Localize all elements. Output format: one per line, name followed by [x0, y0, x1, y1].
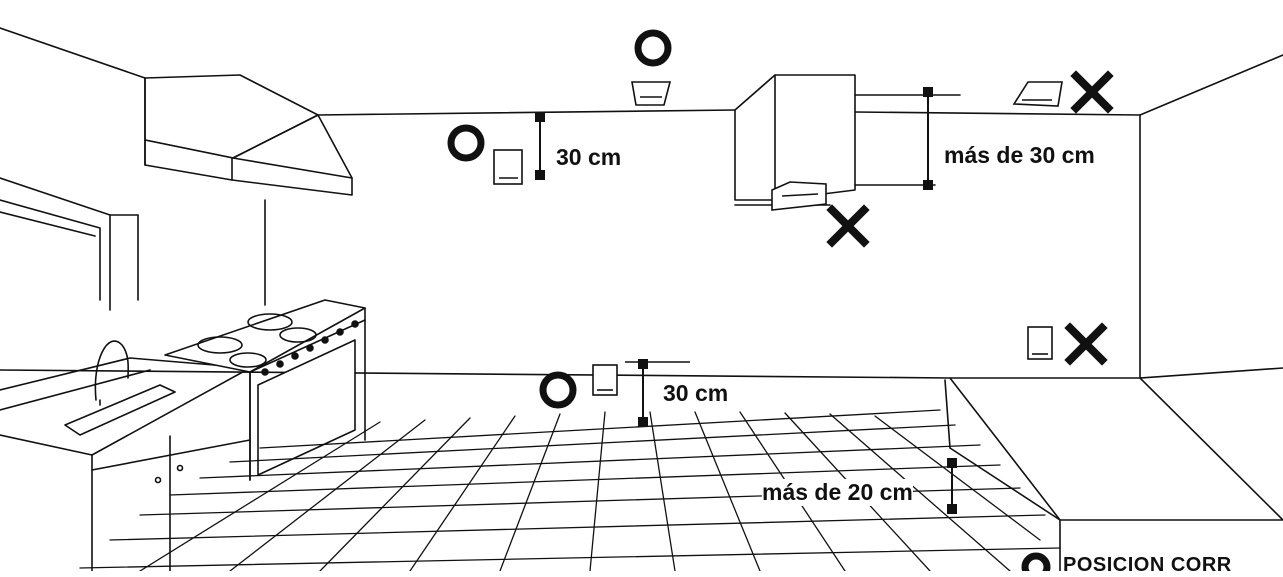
- label-ceiling-gap: 30 cm: [556, 144, 622, 170]
- stove-knobs: [261, 320, 359, 376]
- detector-ceiling: [631, 81, 672, 106]
- detector-under-beam: [771, 181, 827, 211]
- dimension-floor-gap: [625, 359, 690, 427]
- legend-correct-position: POSICION CORR: [1063, 554, 1232, 576]
- circle-icon: [1021, 552, 1051, 571]
- floor-step: [944, 377, 1283, 571]
- floor-tiles: [79, 409, 1061, 571]
- circle-icon: [447, 124, 485, 162]
- detector-ceiling-corner: [1012, 81, 1063, 107]
- detector-wall-high: [493, 149, 523, 185]
- circle-icon: [539, 371, 577, 409]
- dimension-beam-gap: [923, 87, 933, 190]
- kitchen-counter: [0, 340, 251, 571]
- x-icon: [826, 204, 870, 248]
- circle-icon: [634, 29, 672, 67]
- dimension-ceiling-gap: [535, 112, 545, 180]
- window: [0, 177, 139, 311]
- label-floor-gap: 30 cm: [663, 380, 729, 406]
- ceiling-beam: [734, 74, 961, 206]
- range-hood: [144, 74, 353, 196]
- room-walls: [0, 27, 1283, 379]
- label-beam-gap: más de 30 cm: [944, 142, 1095, 168]
- detector-wall-middle: [1027, 326, 1053, 360]
- stove: [164, 299, 366, 481]
- x-icon: [1070, 70, 1114, 114]
- detector-wall-low: [592, 364, 618, 396]
- dimension-step-gap: [947, 458, 957, 514]
- x-icon: [1064, 322, 1108, 366]
- label-step-gap: más de 20 cm: [762, 479, 913, 506]
